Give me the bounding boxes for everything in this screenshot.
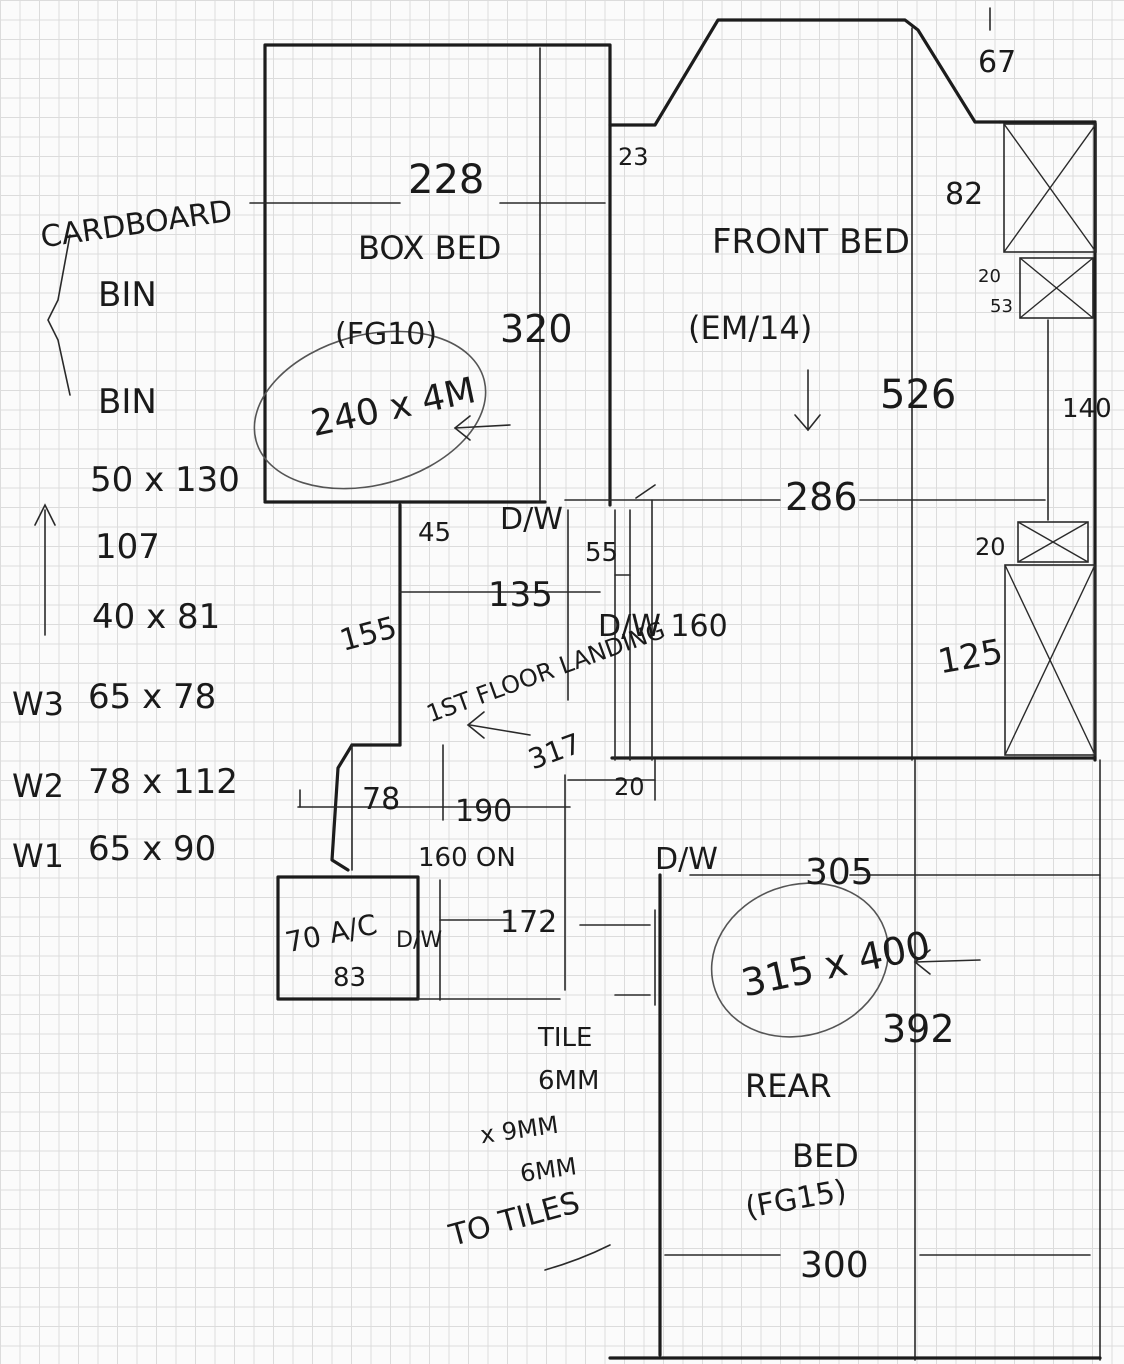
bath-tile: TILE	[538, 1023, 593, 1053]
right-20a: 20	[978, 266, 1001, 287]
front-bed-height: 526	[880, 372, 957, 418]
rear-dw: D/W	[655, 842, 718, 877]
landing-dw160: D/W 160	[598, 609, 728, 644]
box-bed-size-circle	[253, 330, 487, 490]
note-50x130: 50 x 130	[90, 460, 240, 500]
rear-bedroom-walls	[608, 759, 1102, 1361]
w2-label: W2	[12, 767, 64, 805]
box-bed-width: 228	[408, 157, 485, 203]
landing-45: 45	[418, 518, 452, 548]
note-w1-size: 65 x 90	[88, 829, 217, 869]
bath-172: 172	[500, 905, 558, 940]
bath-6mm: 6MM	[538, 1066, 600, 1096]
front-bed-code: (EM/14)	[688, 309, 813, 347]
landing-20: 20	[614, 773, 645, 801]
box-bed-height: 320	[500, 307, 573, 351]
box-bed-code: (FG10)	[335, 317, 438, 352]
box-bed-name: BOX BED	[358, 229, 502, 267]
bin-label-1: BIN	[98, 275, 157, 315]
right-window-boxes	[989, 7, 1097, 756]
rear-392: 392	[882, 1007, 955, 1051]
w3-label: W3	[12, 685, 64, 723]
right-140: 140	[1062, 394, 1112, 424]
front-bed-width: 286	[785, 475, 858, 519]
right-20b: 20	[975, 533, 1006, 561]
arrow-icons	[34, 234, 981, 1271]
right-67: 67	[978, 45, 1017, 80]
rear-bed-name-1: REAR	[745, 1067, 832, 1105]
note-w3-size: 65 x 78	[88, 677, 217, 717]
right-82: 82	[945, 177, 984, 212]
bathroom-walls	[276, 743, 651, 1001]
bath-83: 83	[333, 963, 367, 993]
rear-bed-size-circle	[710, 882, 890, 1038]
front-bed-name: FRONT BED	[712, 222, 910, 262]
box-bedroom-walls	[249, 43, 612, 507]
note-40x81: 40 x 81	[92, 597, 221, 637]
right-125: 125	[935, 631, 1006, 683]
rear-300: 300	[800, 1245, 869, 1286]
rear-305: 305	[805, 852, 874, 893]
bath-160-on: 160 ON	[418, 843, 516, 873]
landing-135: 135	[488, 575, 553, 615]
bath-190: 190	[455, 794, 513, 829]
bath-dw: D/W	[396, 928, 443, 953]
w1-label: W1	[12, 837, 64, 875]
note-w2-size: 78 x 112	[88, 762, 238, 802]
bath-78: 78	[362, 782, 401, 817]
rear-bed-name-2: BED	[792, 1137, 859, 1175]
front-bed-offset: 23	[618, 143, 649, 171]
note-107: 107	[95, 527, 160, 567]
landing-dw: D/W	[500, 502, 563, 537]
bin-label-2: BIN	[98, 382, 157, 422]
landing-55: 55	[585, 538, 619, 568]
landing-walls	[398, 484, 656, 801]
right-53: 53	[990, 296, 1013, 317]
bath-6mm-2: 6MM	[518, 1152, 579, 1188]
